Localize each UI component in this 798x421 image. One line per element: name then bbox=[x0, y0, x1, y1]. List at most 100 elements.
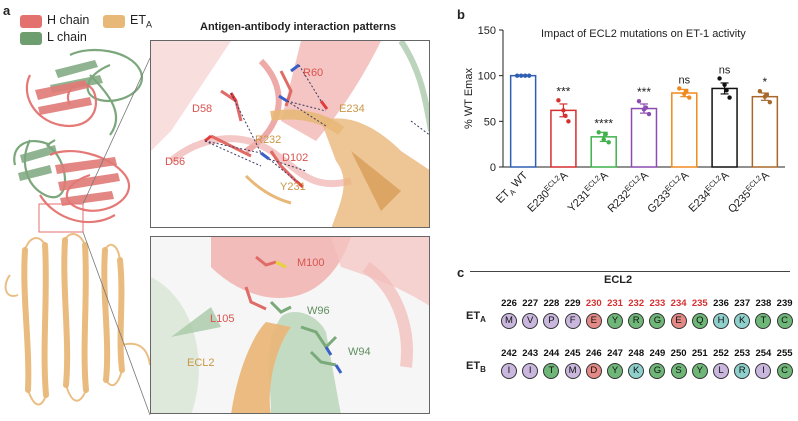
residue-cell: Y bbox=[691, 363, 708, 379]
data-point bbox=[603, 131, 608, 137]
data-point bbox=[727, 95, 732, 100]
bar bbox=[509, 74, 537, 168]
data-point bbox=[561, 108, 566, 113]
x-tick-label: G233ECL2A bbox=[644, 168, 692, 216]
residue-number: 231 bbox=[607, 298, 623, 309]
data-point bbox=[518, 73, 524, 78]
residue-number: 228 bbox=[543, 298, 560, 309]
sequence-title: ECL2 bbox=[604, 274, 633, 286]
data-point bbox=[724, 88, 729, 93]
residue-cell: R bbox=[628, 313, 645, 329]
residue-cell: I bbox=[522, 363, 539, 379]
bar bbox=[751, 95, 779, 168]
residue-number: 249 bbox=[649, 348, 666, 359]
residue-number: 226 bbox=[501, 298, 517, 309]
residue-cell: H bbox=[713, 313, 729, 329]
residue-cell: K bbox=[628, 363, 645, 379]
residue-number: 234 bbox=[670, 298, 687, 309]
residue-cell: C bbox=[776, 313, 793, 329]
residue-number: 253 bbox=[734, 348, 751, 359]
data-point bbox=[596, 130, 601, 135]
label-l105: L105 bbox=[210, 313, 235, 325]
residue-cell: T bbox=[543, 363, 560, 379]
residue-cell: G bbox=[649, 313, 666, 329]
residue-number: 245 bbox=[564, 348, 581, 359]
residue-cell: Y bbox=[607, 313, 623, 329]
residue-cell: F bbox=[564, 313, 581, 329]
data-point bbox=[646, 111, 652, 117]
residue-cell: Y bbox=[607, 363, 623, 379]
residue-cell: V bbox=[522, 313, 539, 329]
label-ecl2: ECL2 bbox=[187, 357, 215, 369]
residue-number: 255 bbox=[776, 348, 793, 359]
significance-label: *** bbox=[637, 85, 651, 99]
bar bbox=[671, 92, 698, 168]
data-point bbox=[767, 99, 773, 105]
sequence-row-label: ETB bbox=[466, 360, 486, 375]
residue-cell: S bbox=[670, 363, 687, 379]
x-tick-label: E234ECL2A bbox=[685, 168, 732, 215]
residue-number: 235 bbox=[691, 298, 708, 309]
inset-top-title: Antigen-antibody interaction patterns bbox=[200, 21, 397, 33]
residue-number: 248 bbox=[628, 348, 645, 359]
y-tick-label: 150 bbox=[478, 25, 496, 37]
x-tick-label: ETA WT bbox=[494, 169, 532, 207]
residue-number: 250 bbox=[670, 348, 687, 359]
residue-number: 239 bbox=[776, 298, 793, 309]
residue-cell: M bbox=[564, 363, 581, 379]
panel-letter-b: b bbox=[457, 7, 465, 22]
data-point bbox=[563, 113, 568, 119]
legend-swatch-h-chain bbox=[20, 15, 42, 28]
data-point bbox=[556, 98, 561, 103]
residue-number: 242 bbox=[501, 348, 517, 359]
data-point bbox=[687, 95, 692, 100]
data-point bbox=[522, 73, 528, 78]
residue-number: 251 bbox=[691, 348, 708, 359]
legend-swatch-l-chain bbox=[20, 32, 42, 45]
residue-number: 229 bbox=[564, 298, 581, 309]
data-point bbox=[643, 105, 649, 110]
residue-cell: L bbox=[713, 363, 729, 379]
inset-bottom: M100 W96 L105 W94 ECL2 bbox=[150, 236, 430, 414]
significance-label: * bbox=[763, 75, 768, 89]
residue-cell: E bbox=[670, 313, 687, 329]
data-point bbox=[566, 119, 571, 124]
residue-number: 238 bbox=[755, 298, 772, 309]
protein-complex-structure bbox=[4, 48, 151, 416]
data-point bbox=[717, 76, 722, 81]
label-m100: M100 bbox=[297, 257, 325, 269]
residue-number: 252 bbox=[713, 348, 729, 359]
significance-label: **** bbox=[594, 116, 613, 130]
panel-letter-a: a bbox=[3, 3, 11, 18]
panel-letter-c: c bbox=[457, 265, 465, 280]
label-d102: D102 bbox=[282, 152, 309, 164]
residue-cell: I bbox=[501, 363, 517, 379]
sequence-row-label: ETA bbox=[466, 310, 486, 325]
bar bbox=[711, 87, 738, 168]
residue-cell: R bbox=[734, 363, 751, 379]
significance-label: *** bbox=[556, 84, 570, 98]
residue-number: 247 bbox=[607, 348, 623, 359]
inset-top: R60 D58 E234 R232 D56 D102 Y231 bbox=[150, 40, 430, 228]
label-e234: E234 bbox=[339, 103, 365, 115]
legend-label-et-a: ETA bbox=[130, 13, 152, 30]
data-point bbox=[677, 86, 682, 91]
label-d58: D58 bbox=[192, 103, 213, 115]
data-point bbox=[684, 88, 689, 94]
y-tick-label: 100 bbox=[478, 71, 496, 83]
residue-number: 254 bbox=[755, 348, 772, 359]
y-tick-label: 0 bbox=[490, 162, 496, 174]
residue-cell: G bbox=[649, 363, 666, 379]
label-w94: W94 bbox=[348, 346, 371, 358]
data-point bbox=[601, 137, 606, 142]
label-w96: W96 bbox=[307, 305, 330, 317]
x-tick-label: E230ECL2A bbox=[524, 168, 571, 215]
residue-cell: K bbox=[734, 313, 751, 329]
chart-title: Impact of ECL2 mutations on ET-1 activit… bbox=[541, 28, 746, 40]
data-point bbox=[606, 140, 611, 145]
data-point bbox=[722, 82, 727, 88]
significance-label: ns bbox=[678, 74, 690, 86]
data-point bbox=[757, 88, 763, 94]
residue-number: 244 bbox=[543, 348, 560, 359]
residue-cell: Q bbox=[691, 313, 708, 329]
